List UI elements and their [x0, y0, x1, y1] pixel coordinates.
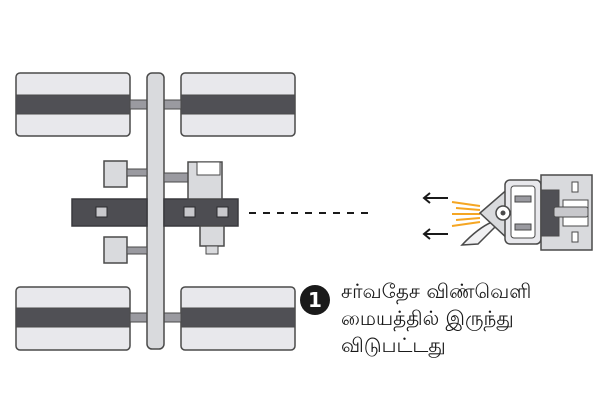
- docking-node: [163, 161, 225, 255]
- solar-panel-bottom-right: [180, 286, 296, 351]
- step-text-line: விடுபட்டது: [341, 333, 446, 357]
- arrow-left-icon: [422, 192, 448, 204]
- station-truss: [146, 72, 165, 350]
- step-text-line: மையத்தில் இருந்து: [341, 306, 514, 330]
- solar-panel-top-right: [180, 72, 296, 137]
- step-caption: 1 சர்வதேச விண்வெளி மையத்தில் இருந்து விட…: [300, 270, 600, 370]
- step-number-badge: 1: [300, 285, 330, 315]
- step-description: சர்வதேச விண்வெளி மையத்தில் இருந்து விடுப…: [341, 278, 596, 359]
- solar-panel-bottom-left: [15, 286, 131, 351]
- thruster-plume-icon: [451, 201, 481, 227]
- solar-panel-top-left: [15, 72, 131, 137]
- crew-capsule: [460, 174, 593, 251]
- arrow-left-icon: [422, 228, 448, 240]
- station-core-module: [71, 198, 239, 227]
- radiator-modules: [103, 160, 148, 264]
- step-text-line: சர்வதேச விண்வெளி: [341, 279, 532, 303]
